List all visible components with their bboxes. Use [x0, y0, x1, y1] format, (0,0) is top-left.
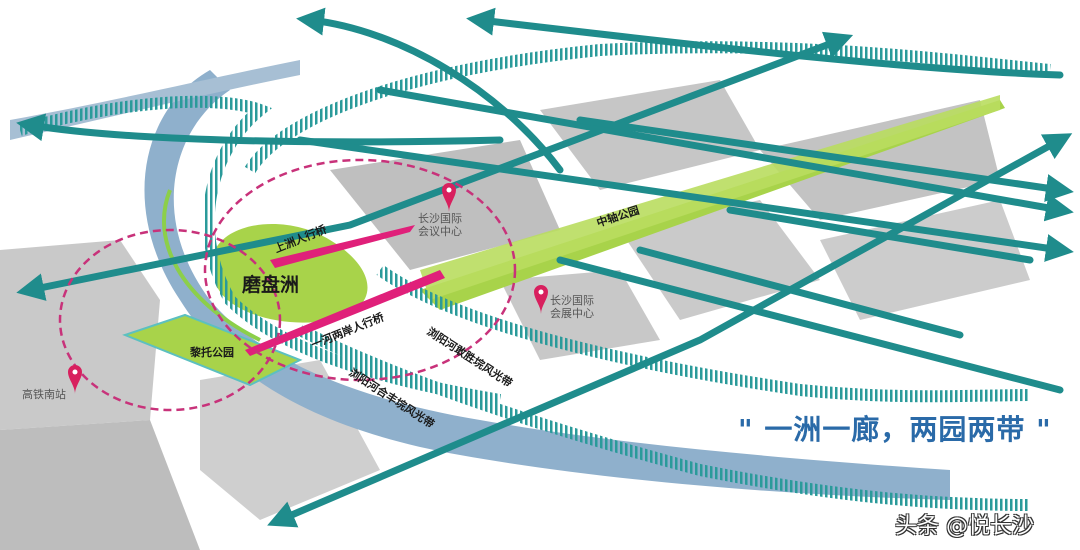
watermark: 头条 @悦长沙	[895, 514, 1034, 539]
island-label: 磨盘洲	[242, 274, 300, 296]
poi-label-south-station: 高铁南站	[22, 388, 66, 401]
teal-axes	[16, 7, 1074, 528]
map-title: " 一洲一廊，两园两带 "	[738, 413, 1052, 446]
dashed-circle-inner	[203, 158, 517, 382]
park-label-litu: 黎托公园	[190, 346, 234, 359]
dashed-circle-outer	[58, 228, 282, 412]
bridge-yihe-liangan	[245, 270, 445, 356]
poi-label-conference-center: 长沙国际 会议中心	[418, 212, 462, 238]
bridge-shangzhou	[270, 225, 415, 268]
map-pin-icon	[68, 183, 548, 394]
poi-label-expo-center: 长沙国际 会展中心	[550, 294, 594, 320]
